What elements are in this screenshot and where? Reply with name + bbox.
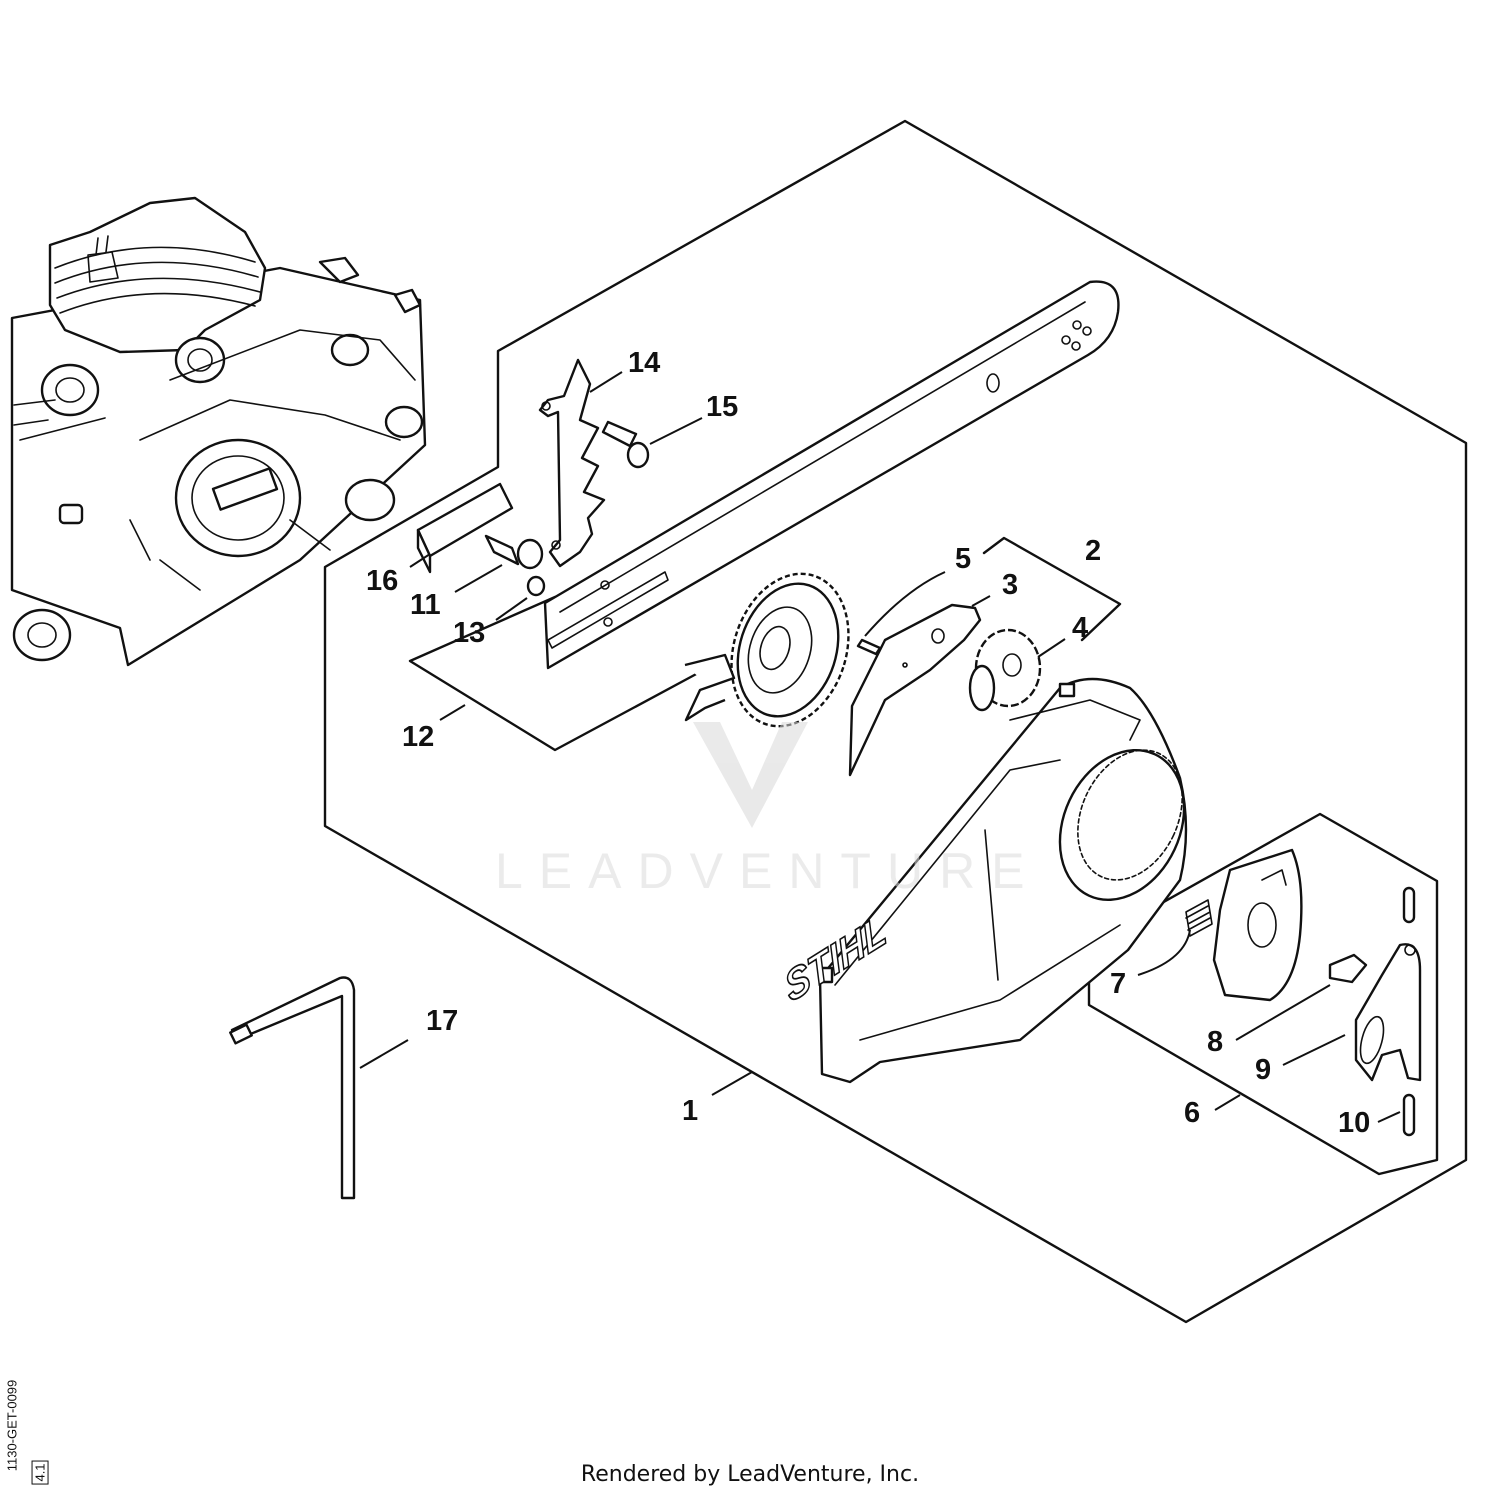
callout-10: 10 [1338, 1107, 1370, 1139]
callout-5: 5 [955, 543, 971, 575]
hand-guard [1354, 943, 1422, 1082]
callout-7: 7 [1110, 968, 1126, 1000]
callout-12: 12 [402, 721, 434, 753]
leader-lines [359, 371, 1401, 1123]
watermark-text: LEADVENTURE [495, 843, 1041, 899]
leadventure-watermark: LEADVENTURE [495, 722, 1041, 899]
assembly-bracket-12 [408, 595, 702, 752]
pin-upper [1402, 886, 1416, 924]
callout-3: 3 [1002, 569, 1018, 601]
callout-16: 16 [366, 565, 398, 597]
brake-housing [1212, 848, 1303, 1002]
engine-housing [10, 196, 427, 667]
callout-9: 9 [1255, 1054, 1271, 1086]
collar-nut [968, 628, 1042, 712]
cover-plate [848, 603, 982, 777]
small-nut [526, 575, 546, 597]
guide-bar [543, 280, 1120, 670]
callout-17: 17 [426, 1005, 458, 1037]
callout-6: 6 [1184, 1097, 1200, 1129]
assembly-bracket-2 [982, 536, 1122, 642]
callout-labels: 14 15 16 11 13 12 5 3 2 4 1 7 8 9 6 10 1… [366, 347, 1370, 1139]
callout-15: 15 [706, 391, 738, 423]
sprocket-wheel [684, 572, 850, 728]
spike-screw [601, 420, 650, 469]
callout-4: 4 [1072, 612, 1088, 644]
callout-1: 1 [682, 1095, 698, 1127]
pin-lower [1402, 1093, 1416, 1137]
l-wrench [229, 976, 356, 1200]
spring [1185, 899, 1213, 937]
assembly-bracket-1 [323, 119, 1468, 1324]
bumper-spike [538, 358, 606, 568]
callout-2: 2 [1085, 535, 1101, 567]
bumper-spike-hole-top [541, 401, 551, 411]
chain-catcher [416, 482, 514, 574]
footer-credit: Rendered by LeadVenture, Inc. [580, 1462, 920, 1487]
brake-lever-tab [1328, 953, 1368, 984]
callout-14: 14 [628, 347, 660, 379]
tensioner-screw [484, 534, 544, 570]
bumper-spike-hole-bottom [551, 540, 561, 550]
callout-8: 8 [1207, 1026, 1223, 1058]
reference-code: 1130-GET-0099 [4, 1379, 20, 1472]
callout-13: 13 [453, 617, 485, 649]
callout-11: 11 [410, 589, 441, 621]
